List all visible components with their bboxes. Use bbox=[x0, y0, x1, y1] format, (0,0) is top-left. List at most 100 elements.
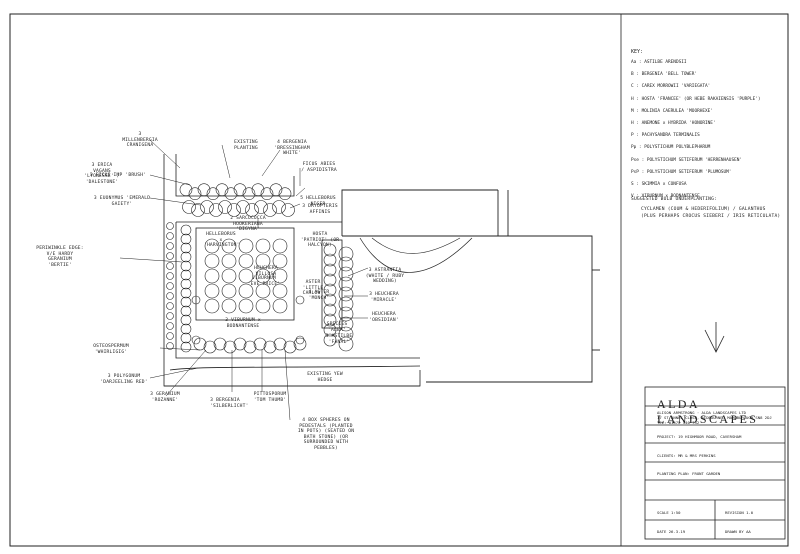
drawing-field: PLANTING PLAN: FRONT GARDEN bbox=[657, 471, 721, 476]
plant-symbol bbox=[233, 337, 247, 351]
plant-symbol bbox=[323, 243, 337, 257]
plant-symbol bbox=[272, 268, 288, 284]
plant-symbol bbox=[255, 283, 271, 299]
project-field: PROJECT: 19 HIGHMOOR ROAD, CAVERSHAM bbox=[657, 434, 742, 439]
plant-symbol bbox=[166, 292, 174, 300]
plant-symbol bbox=[223, 340, 237, 354]
plant-symbol bbox=[209, 203, 223, 217]
plant-symbol bbox=[221, 238, 237, 254]
plant-symbol bbox=[191, 203, 205, 217]
plant-symbol bbox=[180, 314, 192, 326]
plan-label: 3 EUONYMUS 'EMERALD GAIETY' bbox=[93, 196, 151, 207]
plant-symbol bbox=[227, 203, 241, 217]
plan-label: 3 HEUCHERA 'MIRACLE' bbox=[369, 292, 399, 303]
plant-symbol bbox=[278, 187, 292, 200]
plant-symbol bbox=[180, 341, 192, 353]
plant-symbol bbox=[166, 282, 174, 290]
plant-symbol bbox=[180, 233, 192, 245]
plant-symbol bbox=[338, 296, 354, 312]
plant-symbol bbox=[338, 256, 354, 272]
plant-symbol bbox=[272, 298, 288, 314]
plant-symbol bbox=[254, 200, 268, 214]
key-item: M : MOLINIA CAERULEA 'MOORHEXE' bbox=[631, 108, 713, 114]
plant-symbol bbox=[272, 283, 288, 299]
plant-symbol bbox=[255, 268, 271, 284]
plan-label: VIBURNUM 'EVE PRICE' bbox=[247, 276, 281, 287]
scale-field: SCALE 1:50 bbox=[657, 510, 681, 515]
plan-label: 3 POLYGONUM 'DARJEELING RED' bbox=[100, 374, 148, 385]
plant-symbol bbox=[180, 278, 192, 290]
plant-symbol bbox=[243, 340, 257, 354]
key-title: KEY: bbox=[631, 49, 644, 55]
drawn-field: DRAWN BY AA bbox=[725, 529, 751, 534]
plant-symbol bbox=[204, 253, 220, 269]
plan-label: SPECIES 'ALBA' bbox=[326, 322, 348, 333]
plant-symbol bbox=[166, 302, 174, 310]
plant-symbol bbox=[204, 298, 220, 314]
plant-symbol bbox=[255, 253, 271, 269]
plant-symbol bbox=[188, 187, 202, 200]
plant-symbol bbox=[272, 200, 286, 214]
plant-symbol bbox=[224, 187, 238, 200]
plan-label: HOSTA 'PATRIOT' (OR HALCYON) bbox=[300, 232, 340, 249]
plan-label: 2 SARCOCOCCA HOOKERIANA 'DIGYNA' bbox=[230, 216, 266, 233]
plan-label: 3 VIBURNUM x BODNANTENSE bbox=[225, 318, 261, 329]
plan-label: PERIWINKLE EDGE: V/E HARDY GERANIUM 'BER… bbox=[36, 246, 84, 268]
plant-symbol bbox=[338, 326, 354, 342]
plan-label: 4 BOX SPHERES ON PEDESTALS (PLANTED IN P… bbox=[297, 418, 355, 451]
bulb-note-title: SUGGESTED BULB UNDERPLANTING: bbox=[631, 197, 718, 202]
plan-label: HELLEBORUS x 'HARVINGTON' bbox=[204, 232, 240, 249]
key-list: Aa : ASTILBE ARENDSII B : BERGENIA 'BELL … bbox=[631, 57, 781, 203]
plant-symbol bbox=[182, 200, 196, 214]
plan-label: FICUS ABIES / ASPIDISTRA bbox=[301, 162, 337, 173]
plant-symbol bbox=[191, 335, 201, 345]
key-item: S : SKIMMIA x CONFUSA bbox=[631, 181, 687, 187]
plant-symbol bbox=[242, 187, 256, 200]
plant-symbol bbox=[204, 268, 220, 284]
plant-symbol bbox=[166, 322, 174, 330]
plant-symbol bbox=[218, 200, 232, 214]
plant-symbol bbox=[191, 295, 201, 305]
plant-symbol bbox=[269, 183, 283, 196]
plant-symbol bbox=[255, 238, 271, 254]
plant-symbol bbox=[238, 238, 254, 254]
plant-symbol bbox=[283, 340, 297, 354]
plan-label: 5 HELLEBORUS NIGER bbox=[300, 196, 336, 207]
plant-symbol bbox=[323, 313, 337, 327]
plant-symbol bbox=[166, 342, 174, 350]
key-item: PsP : POLYSTICHUM SETIFERUM 'PLUMOSUM' bbox=[631, 169, 732, 175]
plant-symbol bbox=[204, 238, 220, 254]
plant-symbol bbox=[180, 269, 192, 281]
plan-label: 3 ERICA VAGANS 'LYONESSE' / 'DALESTONE' bbox=[84, 163, 120, 185]
key-item: Aa : ASTILBE ARENDSII bbox=[631, 60, 687, 65]
label-leaders bbox=[119, 139, 369, 421]
plant-symbol bbox=[260, 187, 274, 200]
plant-symbol bbox=[272, 238, 288, 254]
plant-symbol bbox=[323, 293, 337, 307]
house-outline bbox=[341, 189, 600, 383]
plant-symbol bbox=[236, 200, 250, 214]
plant-symbol bbox=[180, 287, 192, 299]
plant-symbol bbox=[255, 298, 271, 314]
plant-symbol bbox=[166, 232, 174, 240]
plant-symbol bbox=[338, 306, 354, 322]
plant-symbol bbox=[293, 337, 307, 351]
plan-label: 3 GERANIUM 'ROZANNE' bbox=[150, 392, 180, 403]
plan-label: ASTER 'LITTLE CARLOW' bbox=[302, 280, 324, 297]
plant-symbol bbox=[180, 224, 192, 236]
plant-symbol bbox=[281, 203, 295, 217]
plan-label: 3 MILLENBERGIA CRANIGENA bbox=[122, 132, 158, 149]
plant-symbol bbox=[323, 263, 337, 277]
plant-symbol bbox=[221, 253, 237, 269]
garden-beds bbox=[163, 154, 421, 387]
plan-label: OSTEOSPERMUM 'WHIRLIGIG' bbox=[93, 344, 129, 355]
key-item: B : BERGENIA 'BELL TOWER' bbox=[631, 72, 698, 78]
plant-symbol bbox=[180, 260, 192, 272]
plant-symbol bbox=[206, 187, 220, 200]
plant-symbol bbox=[166, 332, 174, 340]
plant-symbol bbox=[166, 242, 174, 250]
date-field: DATE 26.3.19 bbox=[657, 529, 686, 534]
plant-symbol bbox=[197, 183, 211, 196]
plant-symbol bbox=[180, 305, 192, 317]
plant-symbol bbox=[323, 253, 337, 267]
